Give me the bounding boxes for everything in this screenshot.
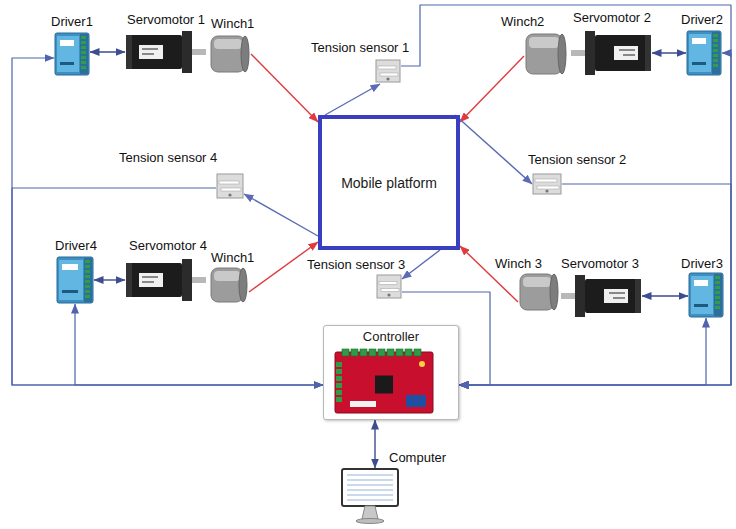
connector-line <box>374 420 375 468</box>
tension-sensor: Tension sensor 3 <box>376 273 402 300</box>
connector-line <box>94 279 125 280</box>
connector-line <box>12 58 323 385</box>
servomotor-icon <box>560 274 642 318</box>
connector-line <box>325 84 380 115</box>
connector-line <box>90 51 125 52</box>
connector-line <box>244 194 318 236</box>
tension-sensor-icon <box>375 58 401 84</box>
driver-unit: Driver3 <box>688 272 724 318</box>
device-label: Servomotor 1 <box>126 12 206 27</box>
connector-line <box>642 295 688 296</box>
device-label: Computer <box>388 450 447 465</box>
tension-sensor: Tension sensor 1 <box>375 58 401 84</box>
device-label: Tension sensor 1 <box>310 40 410 55</box>
tension-sensor-icon <box>216 172 244 200</box>
device-label: Driver2 <box>680 12 724 27</box>
servomotor: Servomotor 4 <box>125 258 207 302</box>
computer: Computer <box>340 468 400 524</box>
winch-icon <box>209 266 249 304</box>
tension-sensor: Tension sensor 4 <box>216 172 244 200</box>
connector-line <box>460 246 518 302</box>
device-label: Winch1 <box>210 250 255 265</box>
controller-board-holder <box>334 348 434 419</box>
platform-label: Mobile platform <box>341 174 437 192</box>
connector-line <box>652 52 686 53</box>
device-label: Tension sensor 3 <box>306 257 406 272</box>
device-label: Tension sensor 4 <box>118 150 218 165</box>
device-label: Driver4 <box>54 238 98 253</box>
connector-line <box>459 318 706 385</box>
controller-board-icon <box>334 348 434 415</box>
winch: Winch 3 <box>518 272 560 312</box>
servomotor: Servomotor 1 <box>125 30 207 74</box>
connector-line <box>459 184 731 385</box>
device-label: Servomotor 2 <box>572 10 652 25</box>
tension-sensor-icon <box>532 172 562 196</box>
device-label: Servomotor 4 <box>128 238 208 253</box>
tension-sensor-icon <box>376 273 402 300</box>
servomotor: Servomotor 2 <box>570 30 652 76</box>
connector-line <box>460 56 524 122</box>
servomotor: Servomotor 3 <box>560 274 642 318</box>
device-label: Servomotor 3 <box>560 256 640 271</box>
device-label: Winch1 <box>210 16 255 31</box>
device-label: Tension sensor 2 <box>527 152 627 167</box>
driver-unit: Driver2 <box>686 30 722 76</box>
connector-line <box>402 250 440 279</box>
driver-unit: Driver1 <box>54 32 90 76</box>
device-label: Driver1 <box>50 14 94 29</box>
connector-line <box>459 53 731 385</box>
winch-icon <box>518 272 560 312</box>
winch-icon <box>524 32 568 76</box>
driver-unit: Driver4 <box>56 256 94 304</box>
connector-line <box>251 54 318 122</box>
computer-monitor-icon <box>340 468 400 524</box>
servomotor-icon <box>570 30 652 76</box>
driver-icon <box>54 32 90 76</box>
device-label: Winch 3 <box>494 256 543 271</box>
winch: Winch2 <box>524 32 568 76</box>
driver-icon <box>686 30 722 76</box>
winch: Winch1 <box>209 34 251 74</box>
mobile-platform: Mobile platform <box>318 115 460 250</box>
controller-label: Controller <box>324 329 458 345</box>
device-label: Driver3 <box>680 256 724 271</box>
winch: Winch1 <box>209 266 249 304</box>
connector-line <box>75 304 323 385</box>
servomotor-icon <box>125 258 207 302</box>
device-label: Winch2 <box>500 14 545 29</box>
controller-board: Controller <box>323 325 459 420</box>
connector-line <box>455 115 532 184</box>
winch-icon <box>209 34 251 74</box>
servomotor-icon <box>125 30 207 74</box>
driver-icon <box>688 272 724 318</box>
tension-sensor: Tension sensor 2 <box>532 172 562 196</box>
driver-icon <box>56 256 94 304</box>
connector-line <box>12 188 323 385</box>
